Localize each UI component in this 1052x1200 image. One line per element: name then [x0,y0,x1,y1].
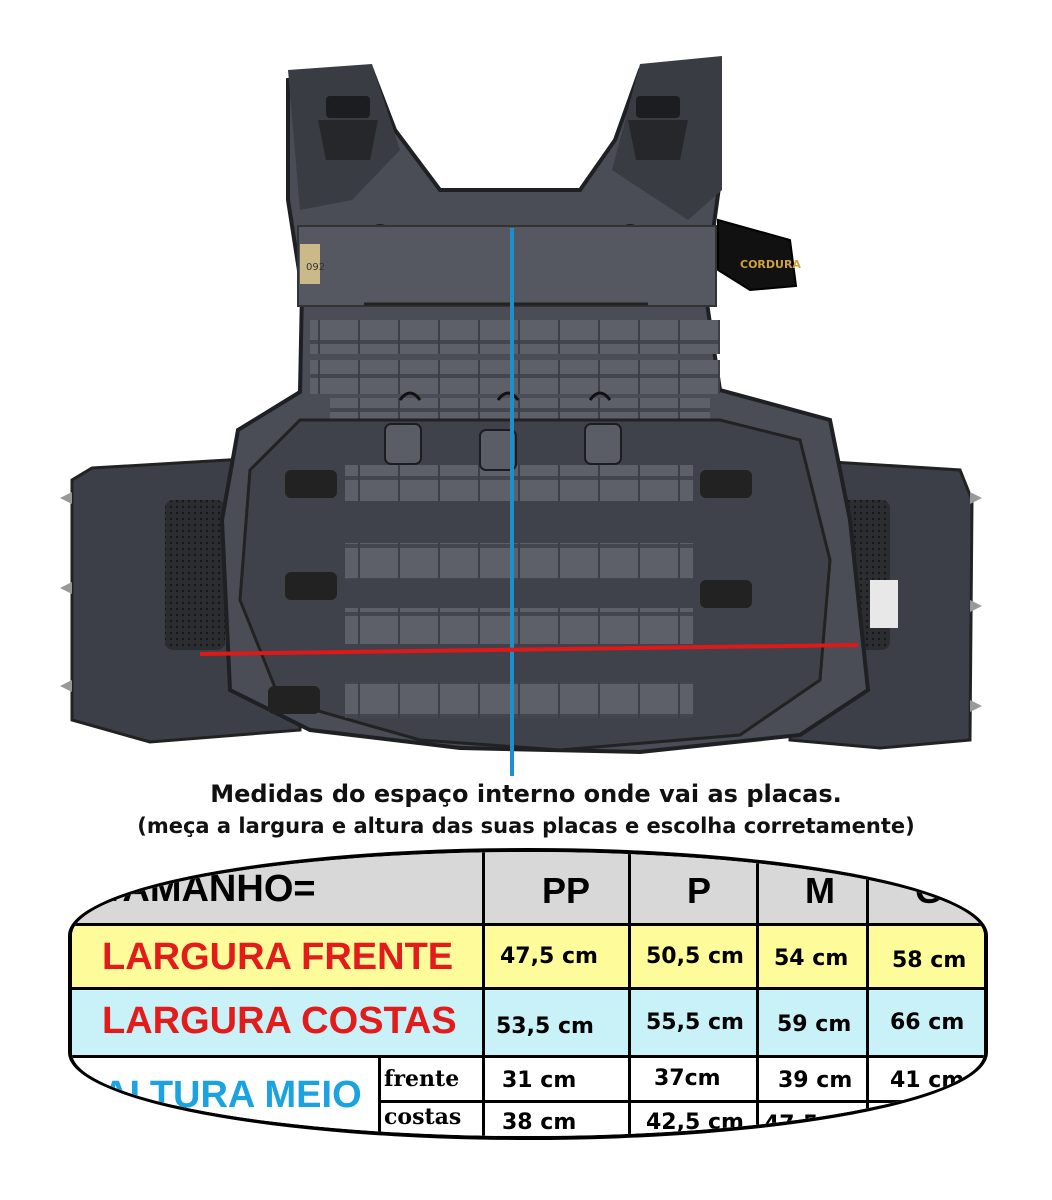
caption-line-1: Medidas do espaço interno onde vai as pl… [210,780,842,808]
front-label: LARGURA FRENTE [102,936,454,978]
height-back-m: 47,5cm [764,1112,855,1137]
col-divider-1 [482,852,485,1136]
front-value-p: 50,5 cm [646,944,744,969]
height-front-pp: 31 cm [502,1068,577,1093]
back-label: LARGURA COSTAS [102,1000,457,1042]
height-front-m: 39 cm [778,1068,853,1093]
size-g: G [915,870,944,911]
height-back-label: costas [384,1104,462,1130]
caption-line-2: (meça a largura e altura das suas placas… [137,814,915,838]
front-value-pp: 47,5 cm [500,944,598,969]
header-label: TAMANHO= [102,868,316,910]
height-front-label: frente [384,1066,460,1092]
col-divider-4 [866,852,869,1136]
size-pp: PP [542,870,591,911]
size-m: M [805,870,835,911]
height-sub-divider [378,1100,984,1103]
back-value-pp: 53,5 cm [496,1014,594,1039]
height-back-g: 48cm [875,1104,930,1125]
front-value-g: 58 cm [892,948,967,973]
col-divider-3 [756,852,759,1136]
back-value-m: 59 cm [777,1012,852,1037]
height-back-p: 42,5 cm [646,1110,744,1135]
table-row-back: LARGURA COSTAS 53,5 cm 55,5 cm 59 cm 66 … [72,990,984,1058]
back-value-g: 66 cm [890,1010,965,1035]
height-label-divider [378,1058,381,1136]
table-row-height: ALTURA MEIO frente costas 31 cm 37cm 39 … [72,1058,984,1137]
back-value-p: 55,5 cm [646,1010,744,1035]
col-divider-2 [628,852,631,1136]
height-back-pp: 38 cm [502,1110,577,1135]
size-p: P [687,870,712,911]
height-label: ALTURA MEIO [102,1074,362,1116]
brand-label: 092 [306,262,325,273]
size-table: TAMANHO= PP P M G LARGURA FRENTE 47,5 cm… [68,848,988,1140]
height-front-p: 37cm [654,1066,721,1091]
table-header-row: TAMANHO= PP P M G [72,852,984,926]
table-row-front: LARGURA FRENTE 47,5 cm 50,5 cm 54 cm 58 … [72,926,984,990]
front-value-m: 54 cm [774,946,849,971]
measure-horizontal-line [199,643,859,656]
height-front-g: 41 cm [890,1068,965,1093]
tag-label: CORDURA [740,258,801,271]
vest-photo: 092 CORDURA [60,56,982,776]
